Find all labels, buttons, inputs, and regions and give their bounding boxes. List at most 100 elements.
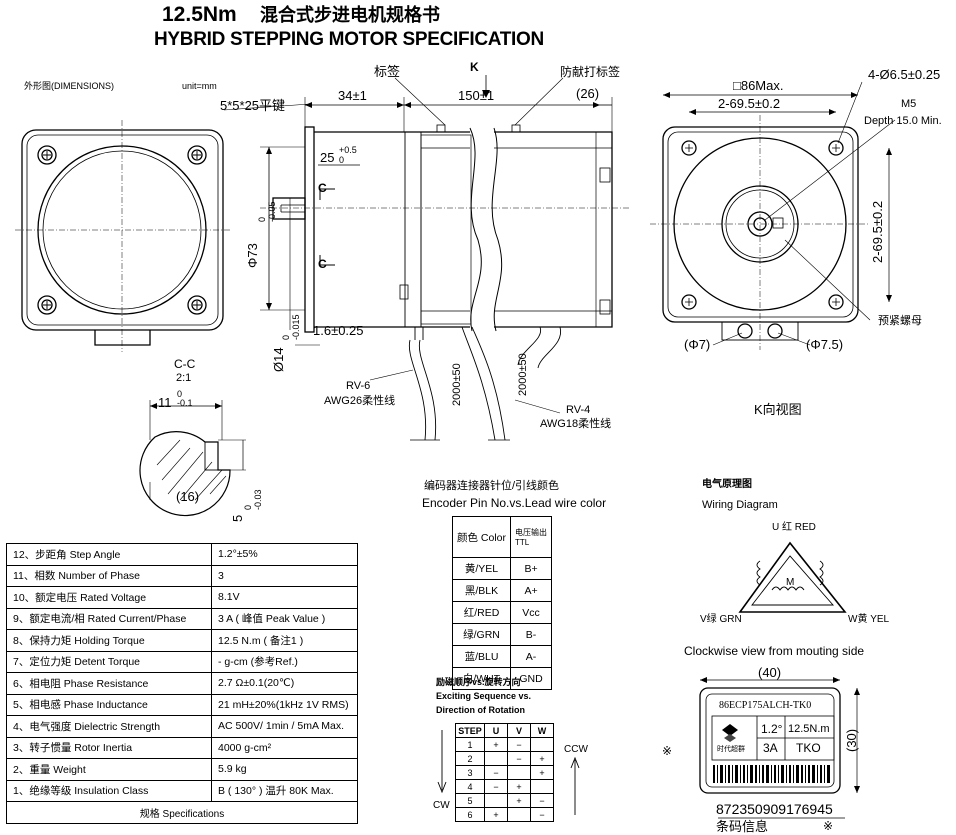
spec-value: 3 — [211, 564, 358, 587]
spec-label: 11、相数 Number of Phase — [6, 564, 212, 587]
sequence-cell: 1 — [455, 737, 485, 752]
encoder-color: 蓝/BLU — [451, 645, 512, 668]
spec-label: 7、定位力矩 Detent Torque — [6, 650, 212, 673]
section-mark-top: C — [318, 181, 327, 195]
wiring-v: V绿 GRN — [700, 614, 742, 625]
label-model: 86ECP175ALCH-TK0 — [719, 700, 812, 711]
label-height: (30) — [844, 728, 859, 752]
rv4-label: RV-4 — [566, 404, 591, 416]
sequence-cell: 5 — [455, 793, 485, 808]
sequence-title-en1: Exciting Sequence vs. — [436, 691, 532, 701]
sequence-header: U — [484, 723, 508, 738]
label-torque: 12.5N.m — [788, 723, 830, 735]
dim-diameter-73: Φ73 — [245, 243, 260, 268]
sequence-row: 1+− — [455, 737, 554, 752]
dim-key-length: 25 — [320, 150, 335, 165]
encoder-title-cn: 编码器连接器针位/引线颜色 — [424, 480, 560, 492]
sequence-cell — [507, 765, 531, 780]
rv6-label: RV-6 — [346, 380, 371, 392]
encoder-color: 绿/GRN — [451, 623, 512, 646]
sequence-row: 4−+ — [455, 779, 554, 794]
sequence-cell: + — [530, 751, 554, 766]
sequence-cell: − — [484, 765, 508, 780]
encoder-signal: B+ — [510, 557, 553, 580]
wiring-w: W黄 YEL — [848, 614, 890, 625]
spec-label: 6、相电阻 Phase Resistance — [6, 672, 212, 695]
spec-label: 12、步距角 Step Angle — [6, 543, 212, 566]
encoder-signal: A+ — [510, 579, 553, 602]
front-view — [15, 120, 230, 352]
label-brand: 时代超群 — [717, 746, 745, 753]
key-label: 5*5*25平键 — [220, 98, 286, 113]
barcode-label: 条码信息 — [716, 819, 769, 834]
sequence-cell: 2 — [455, 751, 485, 766]
sequence-cell — [484, 751, 508, 766]
dim-square-86: □86Max. — [733, 78, 784, 93]
dim-pitch-h: 2-69.5±0.2 — [718, 96, 781, 111]
spec-value: 3 A ( 峰值 Peak Value ) — [211, 607, 358, 630]
spec-label: 1、绝缘等级 Insulation Class — [6, 779, 212, 802]
cable-length-b: 2000±50 — [517, 353, 529, 396]
encoder-color: 黑/BLK — [451, 579, 512, 602]
spec-value: AC 500V/ 1min / 5mA Max. — [211, 715, 358, 738]
encoder-title-en: Encoder Pin No.vs.Lead wire color — [422, 496, 607, 510]
label-angle: 1.2° — [761, 722, 783, 736]
label-code: TKO — [796, 741, 821, 755]
dimensions-label: 外形图(DIMENSIONS) — [24, 81, 115, 91]
dim-34: 34±1 — [338, 88, 367, 103]
cc-dim-16: (16) — [176, 489, 200, 504]
m5-label: M5 — [901, 98, 917, 110]
note-mark: ※ — [662, 744, 673, 758]
sequence-row: 2−+ — [455, 751, 554, 766]
sequence-cell: + — [507, 793, 531, 808]
sequence-cell — [507, 807, 531, 822]
encoder-color: 白/WHT — [451, 667, 512, 690]
sequence-cell: 4 — [455, 779, 485, 794]
encoder-signal: B- — [510, 623, 553, 646]
encoder-head-ttl: 电压输出 TTL — [510, 516, 553, 558]
spec-value: B ( 130° ) 温升 80K Max. — [211, 779, 358, 802]
sequence-cell: + — [484, 807, 508, 822]
k-view-label: K向视图 — [754, 402, 802, 417]
sequence-cell: 6 — [455, 807, 485, 822]
cc-dim-5: 5 — [230, 514, 245, 522]
spec-label: 10、额定电压 Rated Voltage — [6, 586, 212, 609]
section-cc — [139, 400, 246, 517]
barcode-number: 872350909176945 — [716, 801, 833, 817]
sequence-cell: + — [530, 765, 554, 780]
depth-label: Depth 15.0 Min. — [864, 115, 942, 127]
spec-row: 7、定位力矩 Detent Torque- g-cm (参考Ref.) — [6, 650, 358, 673]
sequence-header: V — [507, 723, 531, 738]
spec-value: 21 mH±20%(1kHz 1V RMS) — [211, 693, 358, 716]
spec-value: 5.9 kg — [211, 758, 358, 781]
dim-150: 150±1 — [458, 88, 495, 103]
sequence-header: STEP — [455, 723, 485, 738]
side-view — [223, 75, 630, 441]
cc-dim-5-tol: 0 -0.03 — [243, 489, 263, 510]
sequence-cell: − — [484, 779, 508, 794]
cw-label: CW — [433, 800, 450, 811]
spec-value: 8.1V — [211, 586, 358, 609]
encoder-signal: GND — [510, 667, 553, 690]
awg26-label: AWG26柔性线 — [324, 395, 396, 407]
spec-label: 3、转子惯量 Rotor Inertia — [6, 736, 212, 759]
sequence-row: 6+− — [455, 807, 554, 822]
encoder-head-color: 颜色 Color — [451, 516, 512, 558]
dim-diameter-14-tol: 0 -0.015 — [281, 314, 301, 340]
wiring-title-cn: 电气原理图 — [702, 479, 752, 490]
encoder-signal: Vcc — [510, 601, 553, 624]
dim-pitch-v: 2-69.5±0.2 — [870, 200, 885, 263]
section-mark-bottom: C — [318, 257, 327, 271]
sequence-cell: + — [484, 737, 508, 752]
anti-counterfeit-label: 防献打标签 — [560, 65, 621, 79]
dim-diameter-14: Ø14 — [271, 347, 286, 372]
